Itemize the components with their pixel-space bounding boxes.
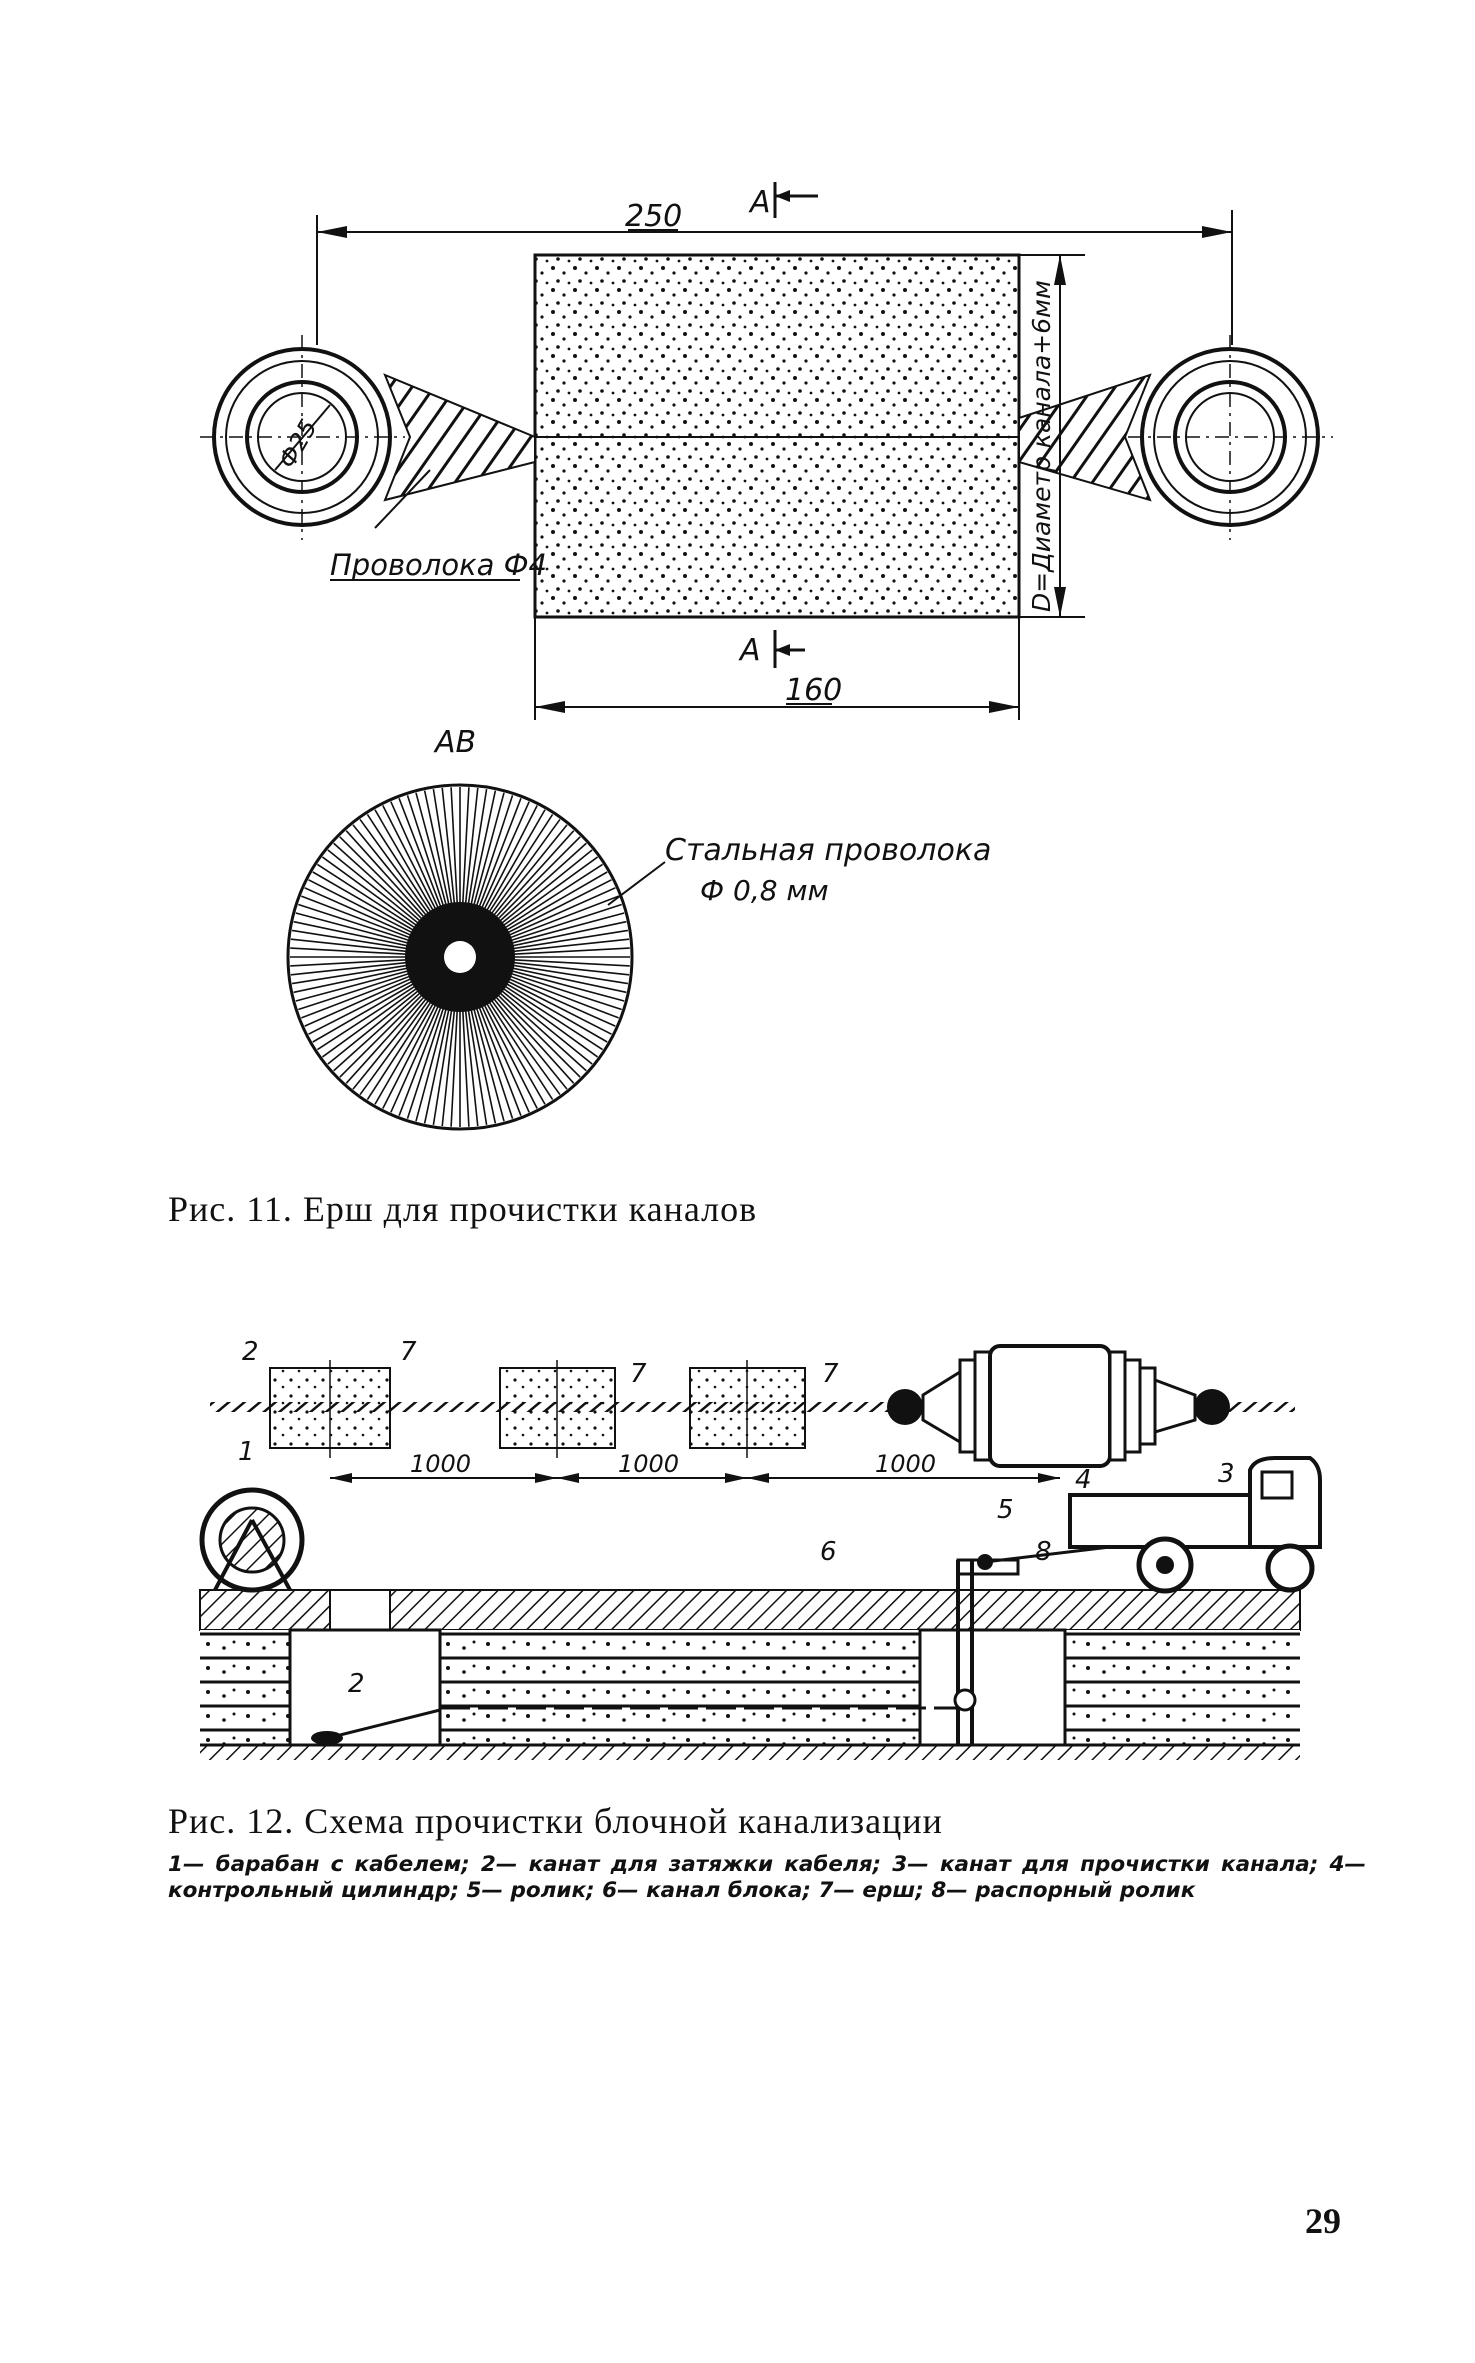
truck	[984, 1456, 1322, 1594]
left-manhole	[288, 1628, 442, 1747]
cable-drum	[199, 1487, 305, 1593]
section-view-title: АВ	[433, 725, 476, 760]
right-manhole	[918, 1628, 1067, 1747]
dim-1000-c: 1000	[875, 1450, 936, 1478]
brush-cross-section	[286, 783, 634, 1131]
section-mark-top: A	[748, 185, 771, 220]
callout-7-b: 7	[630, 1359, 647, 1389]
callout-5: 5	[997, 1495, 1014, 1525]
callout-4: 4	[1075, 1465, 1092, 1495]
figure-11-caption: Рис. 11. Ерш для прочистки каналов	[168, 1189, 758, 1229]
callout-7-c: 7	[822, 1359, 839, 1389]
section-mark-bottom: A	[738, 633, 761, 668]
figure-12-caption: Рис. 12. Схема прочистки блочной канализ…	[168, 1801, 943, 1841]
right-ring	[1128, 335, 1333, 540]
left-ring	[200, 335, 405, 540]
brush-center-hole	[444, 941, 476, 973]
callout-7-a: 7	[400, 1337, 417, 1367]
control-cylinder	[887, 1344, 1230, 1468]
figure-12-legend: 1— барабан с кабелем; 2— канат для затяж…	[168, 1852, 1366, 1903]
left-wire-twist	[383, 373, 536, 502]
brush-2	[499, 1367, 616, 1449]
callout-2-bottom: 2	[348, 1669, 365, 1699]
callout-1: 1	[238, 1437, 255, 1467]
dim-1000-b: 1000	[618, 1450, 679, 1478]
side-dimension-label: D=Диаметр канала+6мм	[1027, 280, 1056, 612]
roller-stand	[953, 1554, 1020, 1745]
callout-2-top: 2	[242, 1337, 259, 1367]
wire-label: Проволока Ф4	[330, 548, 547, 582]
callout-6: 6	[820, 1537, 837, 1567]
dim-250: 250	[625, 199, 682, 234]
figure-11-drawing: 250 A A 160 D=Диаметр канала+6мм Ф25 Про…	[200, 182, 1333, 1131]
earth-left	[200, 1630, 290, 1745]
page-number: 29	[1305, 2201, 1341, 2241]
right-wire-twist	[1018, 373, 1152, 502]
steel-wire-size: Ф 0,8 мм	[700, 874, 829, 907]
brush-3	[689, 1367, 806, 1449]
steel-wire-label: Стальная проволока	[665, 833, 991, 868]
callout-3: 3	[1218, 1459, 1235, 1489]
earth-right	[1065, 1630, 1300, 1745]
brush-1	[269, 1367, 391, 1449]
dim-160: 160	[785, 673, 842, 708]
callout-8: 8	[1035, 1537, 1052, 1567]
dim-1000-a: 1000	[410, 1450, 471, 1478]
duct-bank	[440, 1630, 920, 1745]
ground-surface	[199, 1589, 1301, 1631]
